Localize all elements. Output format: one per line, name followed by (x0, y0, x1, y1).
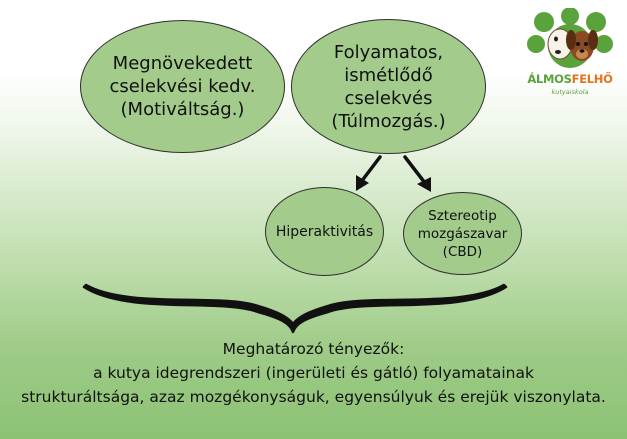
continuous-line-1: Folyamatos, (333, 41, 444, 63)
logo-name: ÁLMOSFELHŐ (526, 72, 614, 86)
hyperactivity-node: Hiperaktivitás (265, 187, 384, 276)
motivation-line-3: (Motiváltság.) (120, 99, 245, 120)
logo-name-part2: FELHŐ (571, 72, 613, 86)
motivation-node-text: Megnövekedett cselekvési kedv. (Motivált… (110, 52, 256, 121)
hyperactivity-line-1: Hiperaktivitás (275, 223, 374, 240)
arrow-to-stereotypy (403, 155, 427, 185)
motivation-line-1: Megnövekedett (112, 53, 253, 74)
motivation-node: Megnövekedett cselekvési kedv. (Motivált… (80, 20, 285, 153)
motivation-line-2: cselekvési kedv. (109, 76, 256, 97)
determining-factors-text: Meghatározó tényezők: a kutya idegrendsz… (0, 337, 627, 409)
continuous-action-node: Folyamatos, ismétlődő cselekvés (Túlmozg… (291, 19, 486, 154)
arrows (359, 155, 427, 185)
continuous-line-4: (Túlmozgás.) (331, 110, 446, 132)
continuous-line-3: cselekvés (344, 87, 433, 109)
stereotypy-node-text: Sztereotip mozgászavar (CBD) (418, 207, 508, 261)
stereotypy-line-1: Sztereotip (428, 207, 497, 224)
continuous-action-node-text: Folyamatos, ismétlődő cselekvés (Túlmozg… (331, 41, 445, 133)
footer-line-2: a kutya idegrendszeri (ingerületi és gát… (93, 364, 534, 382)
arrowhead-stereotypy (417, 177, 431, 192)
logo-name-part1: ÁLMOS (527, 72, 572, 86)
continuous-line-2: ismétlődő (344, 64, 433, 86)
arrowhead-hyperactivity (356, 175, 369, 191)
paw-dogs-icon (527, 7, 613, 68)
stereotypy-line-2: mozgászavar (417, 225, 508, 242)
stereotypy-line-3: (CBD) (442, 243, 483, 260)
stereotypy-node: Sztereotip mozgászavar (CBD) (403, 192, 522, 275)
curly-brace (82, 283, 508, 334)
hyperactivity-node-text: Hiperaktivitás (276, 223, 373, 241)
almos-felho-logo: ÁLMOSFELHŐ kutyaiskola (526, 7, 614, 120)
logo-subtitle: kutyaiskola (551, 88, 589, 96)
footer-line-1: Meghatározó tényezők: (222, 340, 405, 358)
arrow-to-hyperactivity (359, 155, 382, 184)
footer-line-3: strukturáltsága, azaz mozgékonyságuk, eg… (21, 388, 606, 406)
